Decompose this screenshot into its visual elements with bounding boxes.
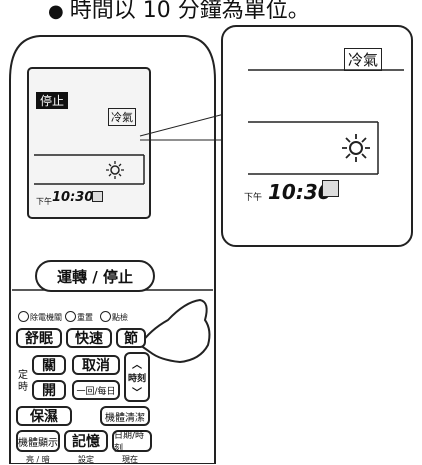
timer-cancel-button[interactable]: 取消 (72, 355, 120, 375)
memory-sublabel: 設定 (78, 455, 94, 464)
lcd-clock-icon (92, 191, 103, 202)
zoom-clock-icon (322, 180, 339, 197)
zoom-pm-label: 下午 (244, 193, 263, 203)
power-button[interactable]: 運轉 / 停止 (35, 260, 155, 292)
lcd-stop-badge: 停止 (36, 92, 69, 109)
lcd-pm-label: 下午 (36, 197, 52, 206)
display-sublabel: 亮 / 暗 (26, 455, 50, 464)
sun-icon (106, 161, 124, 179)
timer-label-a: 定 (18, 370, 28, 381)
instruction-label: 時間以 10 分鐘為單位。 (69, 0, 310, 23)
bullet-icon: ● (48, 1, 64, 22)
date-time-sublabel: 現在 (122, 455, 138, 464)
date-time-button[interactable]: 日期/時刻 (112, 430, 152, 454)
small-button-label: 除電機關 (30, 313, 62, 322)
display-button[interactable]: 機體顯示 (16, 430, 60, 452)
zoom-mode-cool: 冷氣 (344, 48, 383, 71)
timer-label-b: 時 (18, 382, 28, 393)
lcd-mode-cool: 冷氣 (108, 108, 136, 126)
small-button-2[interactable] (65, 311, 76, 322)
timer-on-button[interactable]: 開 (32, 380, 66, 400)
timer-off-button[interactable]: 關 (32, 355, 66, 375)
once-daily-button[interactable]: 一回/每日 (72, 380, 120, 400)
time-adjust-label: 時刻 (127, 373, 146, 384)
clean-button[interactable]: 機體清潔 (100, 406, 150, 426)
zoom-connector (139, 111, 233, 137)
sleep-button[interactable]: 舒眠 (16, 328, 62, 348)
turbo-button[interactable]: 快速 (66, 328, 112, 348)
lcd-time: 10:30 (52, 190, 94, 205)
zoom-panel (221, 25, 413, 247)
hand-icon (138, 298, 211, 364)
small-button-label: 點檢 (112, 313, 128, 322)
eco-button[interactable]: 節 (116, 328, 146, 348)
small-button-1[interactable] (18, 311, 29, 322)
small-button-label: 重置 (77, 313, 93, 322)
humidify-button[interactable]: 保濕 (16, 406, 72, 426)
sun-icon (342, 134, 370, 162)
chevron-down-icon: ﹀ (132, 387, 142, 399)
chevron-up-icon: ︿ (132, 359, 142, 371)
instruction-text: ●時間以 10 分鐘為單位。 (48, 0, 310, 24)
small-button-3[interactable] (100, 311, 111, 322)
time-adjust-button[interactable]: ︿ 時刻 ﹀ (124, 352, 150, 402)
zoom-time: 10:30 (268, 180, 332, 204)
memory-button[interactable]: 記憶 (64, 430, 108, 452)
